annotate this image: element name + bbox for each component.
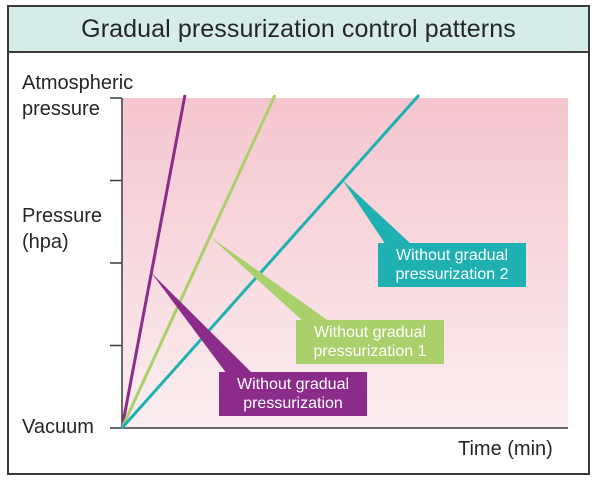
series-line-1 [120, 94, 277, 429]
axes [110, 97, 568, 429]
callout-label-1-line2: pressurization 1 [314, 343, 427, 360]
callout-box-0 [219, 372, 367, 416]
callout-label-0-line2: pressurization [243, 395, 343, 412]
callout-pointer-2 [342, 180, 412, 245]
series-line-0 [120, 94, 187, 429]
series-line-2 [120, 94, 421, 429]
y-tick-atmospheric-line2: pressure [22, 98, 100, 120]
callout-layer: Without gradual pressurization Without gra… [151, 180, 526, 416]
callout-pointer-1 [209, 236, 330, 322]
x-axis-label: Time (min) [458, 438, 553, 460]
y-tick-atmospheric: Atmospheric pressure [22, 70, 133, 122]
chart-title: Gradual pressurization control patterns [81, 14, 516, 43]
callout-label-2-line2: pressurization 2 [396, 266, 509, 283]
callout-box-2 [378, 243, 526, 287]
y-axis-label: Pressure (hpa) [22, 203, 102, 255]
callout-box-1 [296, 320, 444, 364]
callout-label-1-line1: Without gradual [314, 324, 426, 341]
y-tick-atmospheric-line1: Atmospheric [22, 72, 134, 94]
callout-pointer-0 [151, 272, 253, 374]
callout-label-2-line1: Without gradual [396, 247, 508, 264]
series-layer [120, 94, 421, 429]
callout-label-0-line1: Without gradual [237, 376, 349, 393]
title-bar: Gradual pressurization control patterns [9, 7, 588, 53]
y-tick-vacuum: Vacuum [22, 416, 94, 438]
y-axis-label-line2: (hpa) [22, 231, 69, 253]
y-axis-label-line1: Pressure [22, 205, 103, 227]
